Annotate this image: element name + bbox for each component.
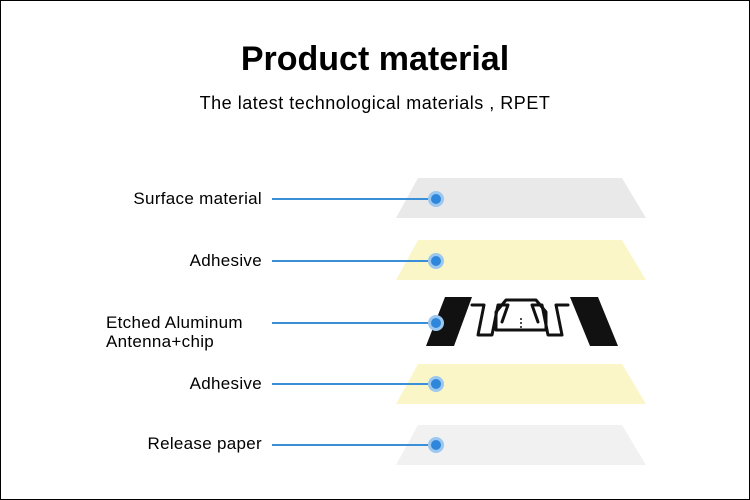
antenna-left-trace — [470, 303, 510, 337]
leader-line-release — [272, 444, 436, 446]
label-antenna-line1: Etched Aluminum — [106, 313, 243, 332]
adhesive-layer-bottom — [396, 364, 646, 404]
surface-material-layer — [396, 178, 646, 218]
antenna-right-trace — [530, 303, 570, 337]
label-adhesive-top: Adhesive — [189, 251, 262, 270]
antenna-chip-layer — [426, 297, 618, 346]
leader-line-antenna — [272, 322, 436, 324]
label-antenna-line2: Antenna+chip — [106, 332, 215, 351]
antenna-right-pad — [570, 297, 618, 346]
marker-dot-release — [431, 440, 441, 450]
release-paper-layer — [396, 425, 646, 465]
diagram-title: Product material — [240, 40, 510, 78]
leader-line-adhesive-top — [272, 260, 436, 262]
adhesive-layer-top — [396, 240, 646, 280]
leader-line-adhesive-bottom — [272, 383, 436, 385]
label-surface-material: Surface material — [133, 189, 262, 208]
marker-dot-adhesive-top — [431, 256, 441, 266]
marker-dot-adhesive-bottom — [431, 379, 441, 389]
label-adhesive-bottom: Adhesive — [189, 374, 262, 393]
marker-dot-antenna — [431, 318, 441, 328]
antenna-loop — [494, 298, 548, 332]
label-release-paper: Release paper — [147, 434, 262, 453]
diagram-subtitle: The latest technological materials , RPE… — [199, 93, 551, 113]
antenna-left-pad — [426, 297, 472, 346]
marker-dot-surface — [431, 194, 441, 204]
leader-line-surface — [272, 198, 436, 200]
